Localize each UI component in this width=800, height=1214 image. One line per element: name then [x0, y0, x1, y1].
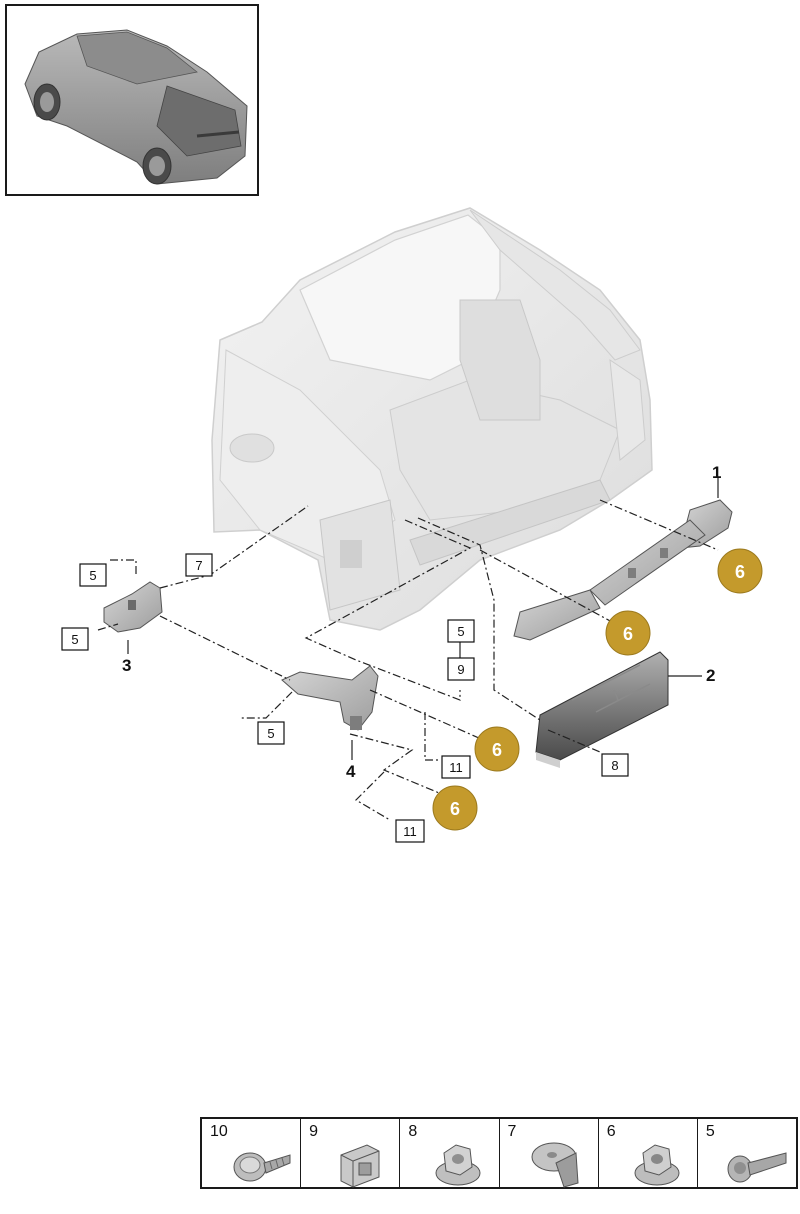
callout-2: 2 — [706, 666, 715, 685]
box-label: 5 — [457, 624, 464, 639]
legend-number: 5 — [705, 1123, 715, 1140]
gold-callout-6a: 6 — [717, 548, 763, 594]
callout-3: 3 — [122, 656, 131, 675]
boxed-callout-5a: 5 — [79, 563, 107, 587]
legend-number: 6 — [606, 1123, 616, 1140]
gold-callout-6b: 6 — [605, 610, 651, 656]
boxed-callout-11a: 11 — [441, 755, 471, 779]
legend-cell-9: 9 — [301, 1119, 401, 1188]
gold-label: 6 — [623, 624, 633, 644]
boxed-callout-5c: 5 — [257, 721, 285, 745]
rear-body-structure — [211, 207, 653, 631]
box-label: 11 — [403, 824, 417, 839]
boxed-callout-9: 9 — [447, 657, 475, 681]
legend-cell-7: 7 — [500, 1119, 599, 1188]
callout-4: 4 — [346, 762, 356, 781]
boxed-callout-7: 7 — [185, 553, 213, 577]
torx-screw-icon — [233, 1152, 291, 1182]
legend-number: 9 — [309, 1123, 319, 1140]
leader-lines — [97, 478, 719, 821]
gold-label: 6 — [735, 562, 745, 582]
gold-callout-6c: 6 — [474, 726, 520, 772]
flange-nut-icon — [435, 1144, 481, 1186]
legend-number: 7 — [507, 1123, 517, 1140]
part-2-cover — [535, 651, 669, 768]
bolt-icon — [727, 1152, 787, 1183]
fastener-legend: 10 9 8 7 — [200, 1117, 798, 1189]
vehicle-thumbnail — [5, 4, 259, 196]
legend-cell-10: 10 — [202, 1119, 302, 1187]
push-rivet-icon — [531, 1142, 579, 1188]
gold-label: 6 — [450, 799, 460, 819]
legend-cell-5: 5 — [698, 1119, 796, 1187]
box-label: 8 — [611, 758, 618, 773]
boxed-callout-5b: 5 — [61, 627, 89, 651]
part-3-bracket — [103, 581, 163, 633]
boxed-callout-8: 8 — [601, 753, 629, 777]
box-label: 9 — [457, 662, 464, 677]
box-label: 5 — [267, 726, 274, 741]
boxed-callout-11b: 11 — [395, 819, 425, 843]
box-label: 5 — [71, 632, 78, 647]
part-4-bracket — [281, 665, 379, 731]
box-label: 11 — [449, 760, 463, 775]
car-thumbnail-icon — [24, 29, 248, 185]
legend-cell-8: 8 — [400, 1119, 500, 1187]
boxed-callout-5d: 5 — [447, 619, 475, 643]
legend-number: 8 — [408, 1123, 418, 1140]
part-1-bracket — [513, 499, 733, 641]
legend-cell-6: 6 — [599, 1119, 698, 1187]
hex-nut-icon — [634, 1144, 680, 1186]
callout-1: 1 — [712, 463, 721, 482]
clip-nut-icon — [340, 1144, 380, 1188]
gold-label: 6 — [492, 740, 502, 760]
legend-number: 10 — [210, 1123, 228, 1140]
box-label: 7 — [195, 558, 202, 573]
gold-callout-6d: 6 — [432, 785, 478, 831]
box-label: 5 — [89, 568, 96, 583]
